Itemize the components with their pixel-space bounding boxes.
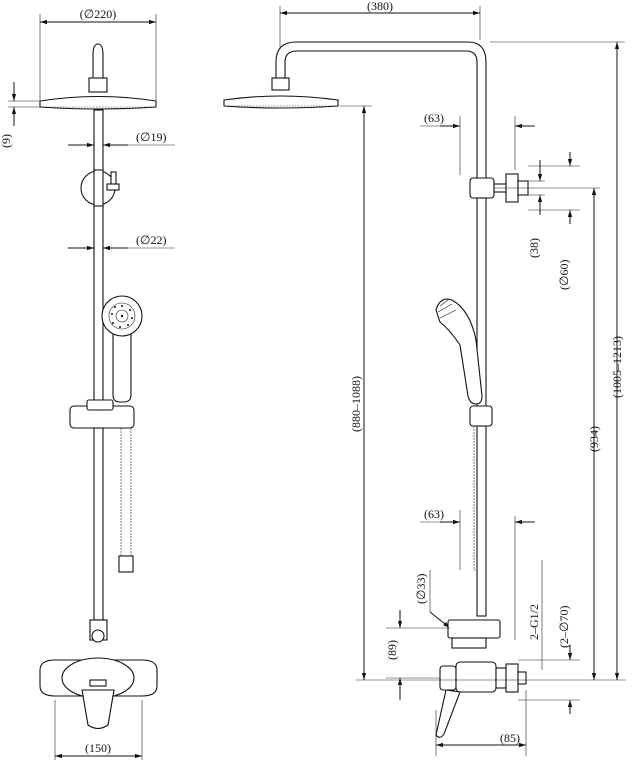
shower-arm — [275, 41, 487, 181]
rain-shower-head — [39, 95, 157, 110]
rain-shower-head-side — [223, 95, 339, 109]
dim-total-height-range: (1005–1213) — [610, 336, 624, 398]
dim-lower-offset: (63) — [424, 507, 444, 521]
hose — [120, 428, 132, 563]
dim-mixer-centers: (150) — [85, 741, 111, 755]
dim-mixer-height: (89) — [385, 640, 399, 660]
side-view: (380) (63) (38) (∅60) — [223, 0, 626, 756]
hand-shower-side — [435, 298, 483, 405]
mixer-valve — [39, 657, 158, 730]
dim-head-height-range: (880–1088) — [349, 376, 363, 432]
dim-bracket-diameter: (∅60) — [557, 260, 571, 290]
dim-head-diameter: (∅220) — [80, 7, 116, 21]
riser-pipe-lower — [93, 427, 104, 621]
dim-arm-reach: (380) — [367, 0, 393, 13]
dim-pipe-upper-diameter: (∅19) — [136, 130, 166, 144]
dim-diverter-diameter: (∅33) — [414, 574, 428, 604]
dim-rail-height: (934) — [587, 426, 601, 452]
dim-inlet-thread: 2–G1/2 — [527, 604, 541, 640]
dim-head-thickness: (9) — [0, 134, 13, 148]
dim-escutcheon-diameter: (2–∅70) — [557, 606, 571, 648]
dim-bracket-offset: (63) — [424, 111, 444, 125]
mixer-valve-side — [435, 619, 527, 738]
riser-pipe-upper — [93, 109, 104, 421]
dim-pipe-lower-diameter: (∅22) — [136, 233, 166, 247]
dim-bracket-height: (38) — [527, 238, 541, 258]
front-view: (∅220) (9) (∅19) (∅22) — [0, 7, 175, 760]
hand-shower — [101, 295, 143, 403]
dim-mixer-depth: (85) — [500, 731, 520, 745]
